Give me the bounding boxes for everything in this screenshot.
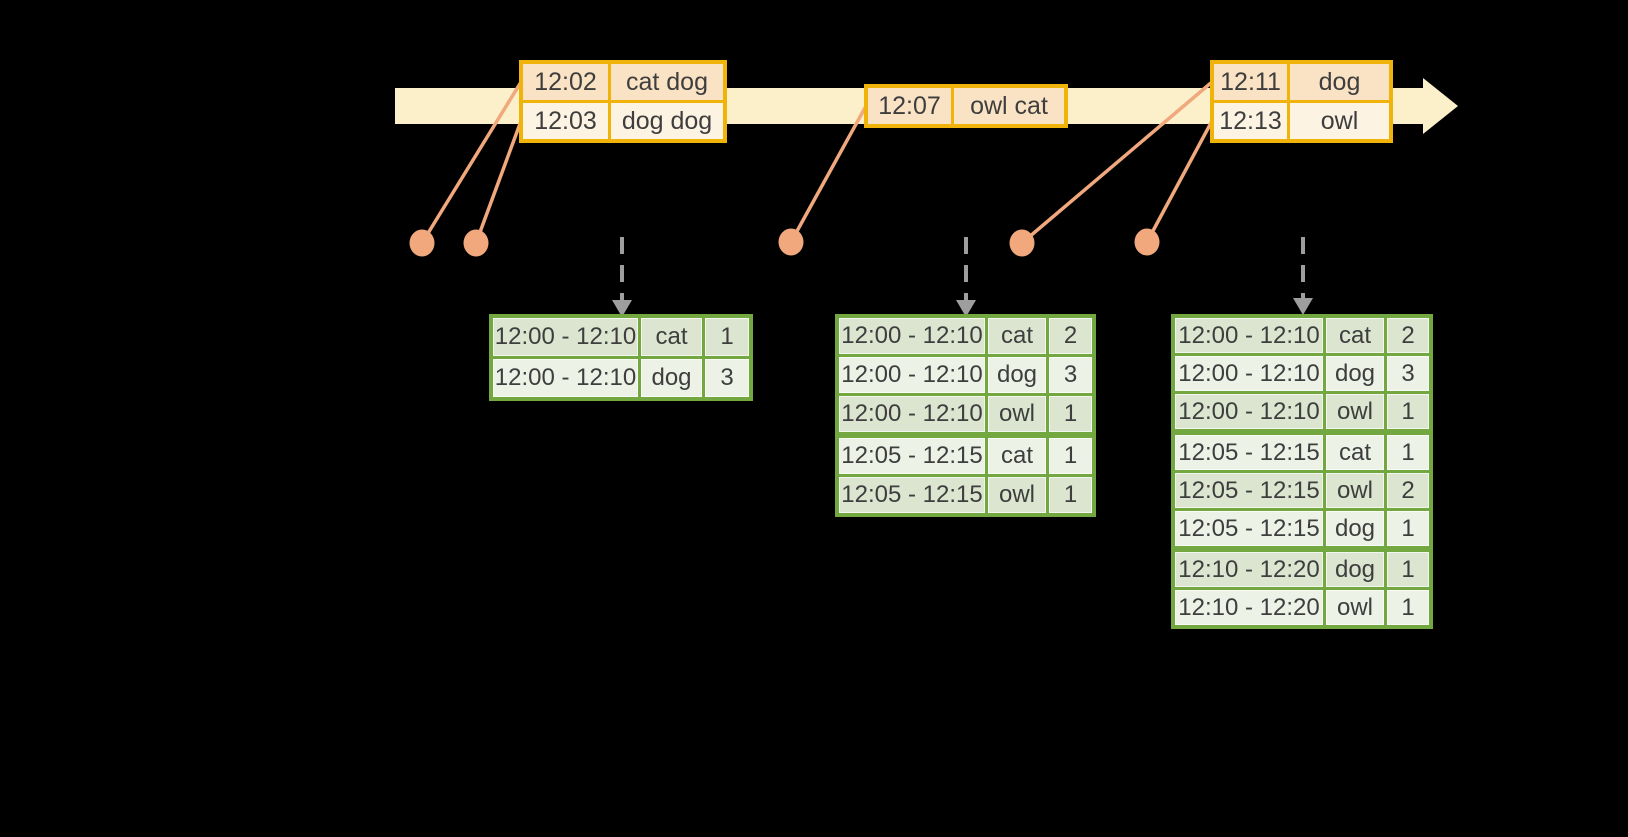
count-cell: 2 <box>1387 318 1429 353</box>
count-cell: 1 <box>1387 511 1429 546</box>
event-time-cell: 12:03 <box>523 103 608 139</box>
event-connector-line <box>474 120 523 244</box>
event-words-cell: owl <box>1290 103 1389 139</box>
event-words-cell: dog dog <box>611 103 723 139</box>
window-cell: 12:05 - 12:15 <box>1175 511 1323 546</box>
event-dot <box>409 229 435 257</box>
count-cell: 2 <box>1049 318 1092 354</box>
word-cell: cat <box>988 318 1046 354</box>
count-cell: 3 <box>1049 357 1092 393</box>
word-cell: dog <box>1326 511 1384 546</box>
word-cell: owl <box>988 477 1046 513</box>
event-connector-line <box>1145 120 1214 243</box>
window-cell: 12:00 - 12:10 <box>839 396 985 432</box>
window-cell: 12:00 - 12:10 <box>493 318 638 356</box>
window-cell: 12:05 - 12:15 <box>839 438 985 474</box>
event-time-cell: 12:02 <box>523 64 608 100</box>
word-cell: owl <box>1326 473 1384 508</box>
window-cell: 12:05 - 12:15 <box>1175 473 1323 508</box>
window-cell: 12:00 - 12:10 <box>1175 394 1323 429</box>
trigger-arrowhead <box>612 300 632 317</box>
event-words-cell: cat dog <box>611 64 723 100</box>
word-cell: dog <box>1326 356 1384 391</box>
word-cell: dog <box>988 357 1046 393</box>
word-cell: cat <box>641 318 702 356</box>
word-cell: cat <box>1326 435 1384 470</box>
count-cell: 1 <box>1387 590 1429 625</box>
count-cell: 1 <box>1049 438 1092 474</box>
count-cell: 1 <box>1387 552 1429 587</box>
word-cell: dog <box>641 359 702 397</box>
event-connector-line <box>1020 80 1214 245</box>
window-cell: 12:10 - 12:20 <box>1175 552 1323 587</box>
event-time-cell: 12:11 <box>1214 64 1287 100</box>
event-dot <box>1134 228 1160 256</box>
word-cell: cat <box>1326 318 1384 353</box>
window-cell: 12:05 - 12:15 <box>839 477 985 513</box>
event-connector-line <box>789 105 868 243</box>
event-connector-line <box>420 81 523 244</box>
word-cell: owl <box>988 396 1046 432</box>
count-cell: 1 <box>1049 396 1092 432</box>
event-time-cell: 12:07 <box>868 88 951 124</box>
count-cell: 1 <box>1049 477 1092 513</box>
trigger-arrowhead <box>1293 298 1313 315</box>
window-cell: 12:10 - 12:20 <box>1175 590 1323 625</box>
word-cell: cat <box>988 438 1046 474</box>
event-dot <box>463 229 489 257</box>
trigger-arrowhead <box>956 300 976 317</box>
event-dot <box>1009 229 1035 257</box>
count-cell: 1 <box>1387 394 1429 429</box>
window-cell: 12:00 - 12:10 <box>1175 318 1323 353</box>
count-cell: 1 <box>1387 435 1429 470</box>
event-time-cell: 12:13 <box>1214 103 1287 139</box>
count-cell: 1 <box>705 318 749 356</box>
word-cell: dog <box>1326 552 1384 587</box>
window-cell: 12:00 - 12:10 <box>493 359 638 397</box>
event-words-cell: owl cat <box>954 88 1064 124</box>
count-cell: 2 <box>1387 473 1429 508</box>
window-cell: 12:00 - 12:10 <box>839 318 985 354</box>
window-cell: 12:00 - 12:10 <box>1175 356 1323 391</box>
event-dot <box>778 228 804 256</box>
event-words-cell: dog <box>1290 64 1389 100</box>
count-cell: 3 <box>1387 356 1429 391</box>
count-cell: 3 <box>705 359 749 397</box>
window-cell: 12:05 - 12:15 <box>1175 435 1323 470</box>
word-cell: owl <box>1326 394 1384 429</box>
window-cell: 12:00 - 12:10 <box>839 357 985 393</box>
word-cell: owl <box>1326 590 1384 625</box>
